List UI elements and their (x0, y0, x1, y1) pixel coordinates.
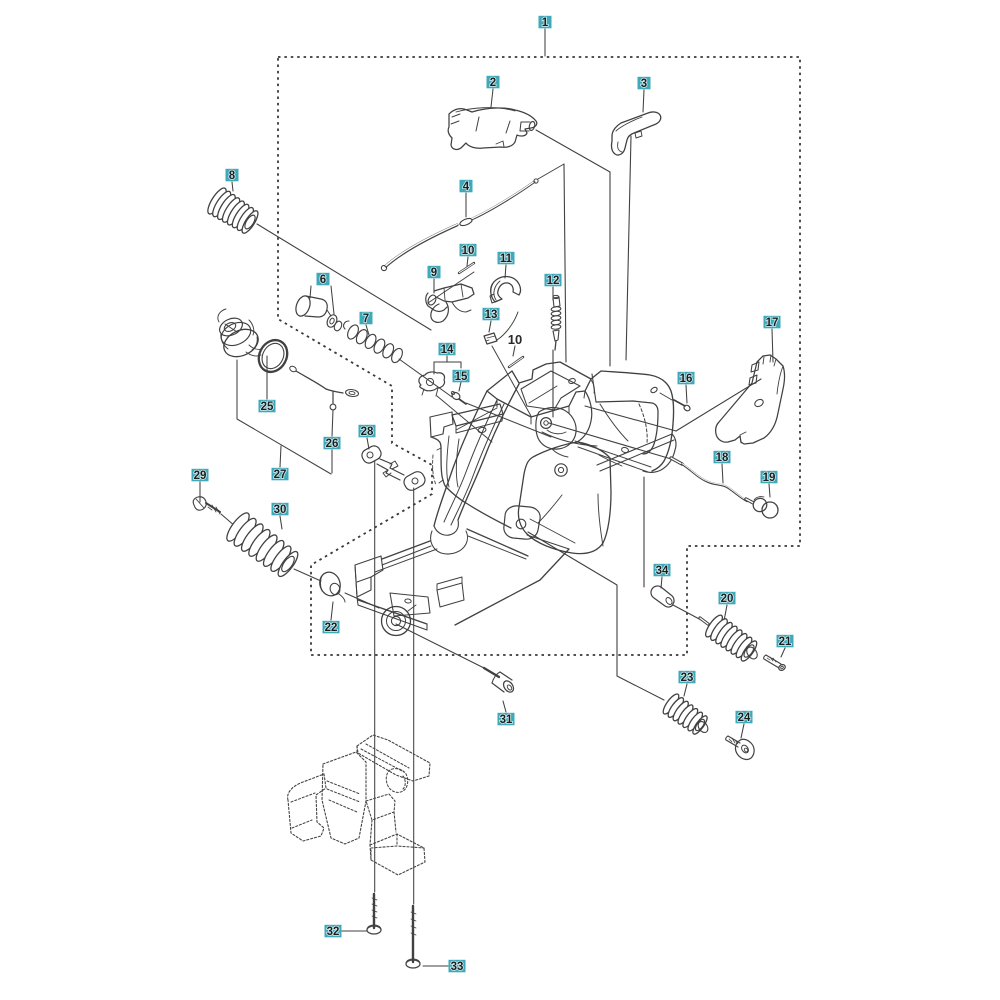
svg-text:8: 8 (229, 170, 236, 182)
svg-text:15: 15 (455, 371, 468, 383)
svg-text:10: 10 (508, 332, 522, 347)
svg-text:30: 30 (274, 504, 287, 516)
svg-text:20: 20 (721, 593, 734, 605)
svg-text:13: 13 (485, 309, 498, 321)
svg-text:23: 23 (681, 672, 694, 684)
svg-text:11: 11 (500, 253, 513, 265)
svg-text:14: 14 (441, 344, 454, 356)
svg-text:6: 6 (320, 274, 326, 286)
svg-text:27: 27 (274, 469, 287, 481)
svg-text:24: 24 (738, 712, 751, 724)
svg-text:22: 22 (325, 622, 338, 634)
svg-text:18: 18 (716, 452, 729, 464)
svg-text:17: 17 (766, 317, 779, 329)
svg-text:26: 26 (326, 438, 339, 450)
svg-text:3: 3 (641, 78, 647, 90)
svg-text:29: 29 (194, 470, 207, 482)
svg-text:9: 9 (431, 267, 437, 279)
svg-text:7: 7 (363, 313, 369, 325)
svg-text:25: 25 (261, 401, 274, 413)
svg-text:4: 4 (463, 181, 470, 193)
svg-text:28: 28 (361, 426, 374, 438)
svg-text:12: 12 (547, 275, 560, 287)
svg-text:1: 1 (542, 17, 549, 29)
svg-text:32: 32 (327, 926, 340, 938)
svg-text:34: 34 (656, 565, 669, 577)
svg-text:33: 33 (451, 961, 464, 973)
svg-text:31: 31 (500, 714, 513, 726)
svg-text:2: 2 (490, 77, 496, 89)
svg-text:10: 10 (462, 245, 475, 257)
svg-text:16: 16 (680, 373, 693, 385)
svg-text:21: 21 (779, 636, 792, 648)
svg-text:19: 19 (763, 472, 776, 484)
